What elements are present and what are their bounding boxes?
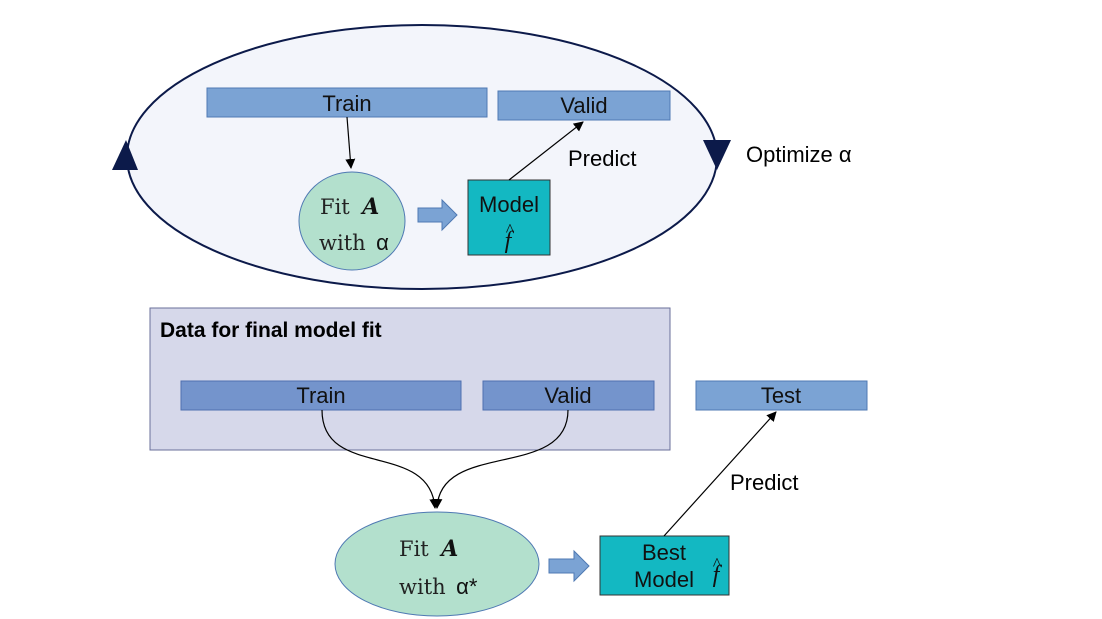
cv-train-bar [206, 87, 488, 118]
final-valid-label: Valid [544, 383, 591, 408]
cv-block-arrow-icon [417, 198, 458, 232]
final-block-arrow-icon [548, 549, 590, 583]
cv-fit-text-line2: with α [319, 230, 389, 255]
final-valid-bar [482, 380, 655, 411]
final-fit-node [334, 511, 540, 617]
final-train-label: Train [296, 383, 345, 408]
cv-predict-label: Predict [568, 146, 636, 171]
cv-model-label: Model [479, 192, 539, 217]
cv-model-hat: ^ [506, 220, 515, 240]
cv-model-to-valid-arrow [508, 121, 584, 181]
cv-model-symbol: f [505, 228, 515, 254]
cv-train-to-fit-arrow [345, 116, 356, 169]
final-fit-text-line1: Fit A [399, 536, 458, 562]
cv-train-label: Train [322, 91, 371, 116]
final-test-label: Test [761, 383, 801, 408]
loop-arrow-up-icon [112, 140, 138, 170]
best-model-symbol: f [713, 562, 723, 588]
best-model-label-line1: Best [642, 540, 686, 565]
best-model-label-line2: Model [634, 567, 694, 592]
cv-fit-text-line1: Fit A [320, 194, 379, 220]
final-train-bar [180, 380, 462, 411]
cv-valid-bar [497, 90, 671, 121]
final-data-panel [149, 307, 671, 451]
final-predict-label: Predict [730, 470, 798, 495]
final-panel-title: Data for final model fit [160, 319, 382, 342]
final-fit-text-line2: with α* [399, 574, 478, 599]
cv-valid-label: Valid [560, 93, 607, 118]
loop-arrow-down-icon [703, 140, 731, 170]
best-model-hat: ^ [713, 554, 722, 574]
optimize-alpha-label: Optimize α [746, 142, 852, 167]
cv-model-box [467, 179, 551, 256]
final-train-to-fit-curve [321, 409, 440, 509]
final-test-bar [695, 380, 868, 411]
final-valid-to-fit-curve [432, 409, 569, 509]
best-model-to-test-arrow [663, 411, 777, 537]
cv-fit-node [298, 171, 406, 271]
